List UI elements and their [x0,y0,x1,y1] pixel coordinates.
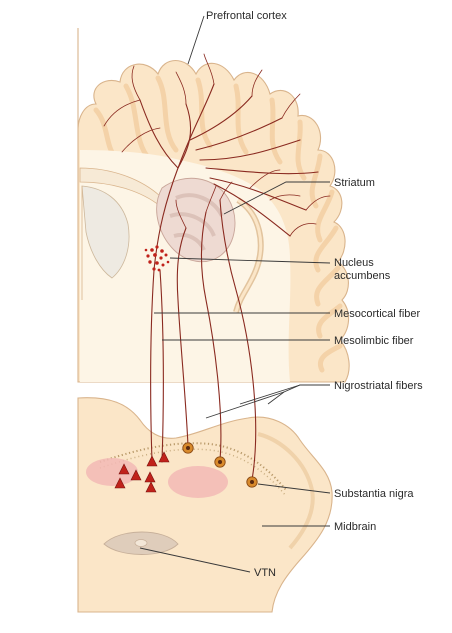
lateral-ventricle [81,185,130,279]
vtn-neuron [114,477,126,489]
label-midbrain: Midbrain [334,521,376,533]
nigrostriatal-fiber-1 [176,227,189,447]
midbrain-section [77,397,333,613]
mesolimbic-fiber-path [159,269,164,463]
leader-lines [139,15,331,573]
label-mesolimbic-fiber: Mesolimbic fiber [334,335,414,347]
vtn-neuron [118,463,130,475]
label-vtn: VTN [254,567,276,579]
label-nucleus-accumbens-line1: Nucleus [334,257,374,269]
nucleus-accumbens-cluster [144,245,170,272]
striatum-bands [169,193,224,251]
vta-zone-left [86,458,138,486]
nigrostriatal-fiber-3 [219,199,257,481]
dopamine-fibers [103,53,331,481]
cortical-sulci [93,75,343,373]
nigra-neuron [214,456,226,468]
substantia-nigra-band [99,442,287,491]
label-striatum: Striatum [334,177,375,189]
vtn-neuron [130,469,142,481]
nigrostriatal-fiber-2 [200,211,222,461]
label-nucleus-accumbens-line2: accumbens [334,270,391,282]
midbrain-outline [77,397,333,613]
peduncle-fold [257,432,315,550]
mesocortical-fiber-path [150,83,215,463]
vtn-neuron [158,451,170,463]
vtn-neuron [145,481,157,493]
nigra-neuron [182,442,194,454]
label-nigrostriatal-fibers: Nigrostriatal fibers [334,380,423,392]
white-matter [80,150,291,382]
vtn-neurons [114,451,170,493]
label-mesocortical-fiber: Mesocortical fiber [334,308,421,320]
vta-zone-right [168,466,228,498]
vtn-neuron [146,455,158,467]
label-prefrontal-cortex: Prefrontal cortex [206,10,287,22]
labels: Prefrontal cortex Striatum Nucleus accum… [206,10,423,579]
substantia-nigra-neurons [182,442,258,488]
label-substantia-nigra: Substantia nigra [334,488,414,500]
vtn-neuron [144,471,156,483]
striatum-region [156,177,236,263]
nigra-neuron [246,476,258,488]
